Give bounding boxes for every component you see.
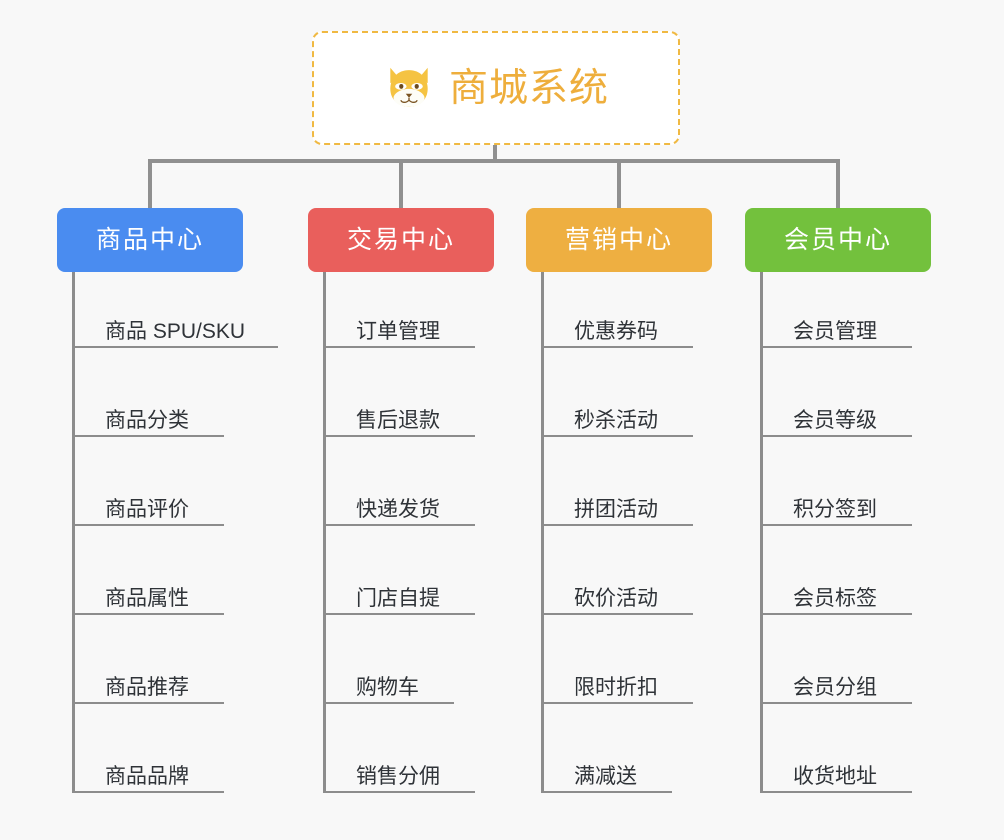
leaf-underline — [326, 702, 454, 704]
leaf-item-label: 砍价活动 — [574, 587, 658, 610]
leaf-underline — [544, 346, 693, 348]
leaf-item-label: 售后退款 — [356, 409, 440, 432]
leaf-underline — [544, 791, 672, 793]
leaf-item-label: 商品评价 — [105, 498, 189, 521]
category-header-label: 会员中心 — [783, 225, 892, 254]
connector-horizontal-bus — [150, 159, 840, 163]
branch-trunk-line — [323, 272, 326, 793]
leaf-item[interactable]: 商品品牌 — [75, 757, 224, 793]
leaf-item-label: 会员等级 — [793, 409, 877, 432]
leaf-item-label: 满减送 — [574, 765, 637, 788]
leaf-underline — [763, 613, 912, 615]
branch-trunk-line — [541, 272, 544, 793]
leaf-item-label: 积分签到 — [793, 498, 877, 521]
leaf-item-label: 门店自提 — [356, 587, 440, 610]
leaf-item[interactable]: 商品 SPU/SKU — [75, 312, 278, 348]
connector-root-stem — [493, 145, 497, 163]
leaf-underline — [763, 435, 912, 437]
leaf-item[interactable]: 快递发货 — [326, 490, 475, 526]
connector-drop-member-center — [836, 159, 840, 209]
leaf-item[interactable]: 拼团活动 — [544, 490, 693, 526]
root-node[interactable]: 商城系统 — [312, 31, 680, 145]
shiba-dog-face-icon — [390, 67, 428, 107]
leaf-item[interactable]: 购物车 — [326, 668, 454, 704]
connector-drop-marketing-center — [617, 159, 621, 209]
leaf-underline — [75, 702, 224, 704]
leaf-underline — [763, 702, 912, 704]
category-header-member-center[interactable]: 会员中心 — [745, 208, 931, 272]
leaf-item-label: 商品 SPU/SKU — [105, 320, 246, 343]
leaf-underline — [75, 435, 224, 437]
leaf-item-label: 会员分组 — [793, 676, 877, 699]
leaf-item-label: 拼团活动 — [574, 498, 658, 521]
leaf-underline — [544, 435, 693, 437]
leaf-item[interactable]: 限时折扣 — [544, 668, 693, 704]
leaf-underline — [763, 346, 912, 348]
leaf-item-label: 会员标签 — [793, 587, 877, 610]
leaf-item[interactable]: 会员等级 — [763, 401, 912, 437]
leaf-item[interactable]: 商品推荐 — [75, 668, 224, 704]
leaf-underline — [544, 702, 693, 704]
category-header-product-center[interactable]: 商品中心 — [57, 208, 243, 272]
leaf-item-label: 优惠券码 — [574, 320, 658, 343]
leaf-item-label: 收货地址 — [793, 765, 877, 788]
leaf-item[interactable]: 会员标签 — [763, 579, 912, 615]
leaf-item-label: 订单管理 — [356, 320, 440, 343]
leaf-underline — [75, 346, 278, 348]
leaf-underline — [75, 613, 224, 615]
branch-trunk-line — [760, 272, 763, 793]
leaf-item[interactable]: 售后退款 — [326, 401, 475, 437]
leaf-item-label: 商品推荐 — [105, 676, 189, 699]
leaf-item-label: 商品分类 — [105, 409, 189, 432]
leaf-underline — [763, 791, 912, 793]
leaf-item[interactable]: 销售分佣 — [326, 757, 475, 793]
category-header-trade-center[interactable]: 交易中心 — [308, 208, 494, 272]
leaf-item[interactable]: 满减送 — [544, 757, 672, 793]
leaf-underline — [326, 613, 475, 615]
leaf-item-label: 购物车 — [356, 676, 419, 699]
leaf-item-label: 销售分佣 — [356, 765, 440, 788]
leaf-underline — [326, 435, 475, 437]
leaf-item[interactable]: 订单管理 — [326, 312, 475, 348]
leaf-item[interactable]: 商品评价 — [75, 490, 224, 526]
leaf-item-label: 商品品牌 — [105, 765, 189, 788]
leaf-item[interactable]: 砍价活动 — [544, 579, 693, 615]
connector-drop-trade-center — [399, 159, 403, 209]
leaf-item[interactable]: 秒杀活动 — [544, 401, 693, 437]
leaf-item[interactable]: 积分签到 — [763, 490, 912, 526]
leaf-underline — [326, 346, 475, 348]
connector-drop-product-center — [148, 159, 152, 209]
leaf-item-label: 会员管理 — [793, 320, 877, 343]
category-header-label: 营销中心 — [564, 225, 673, 254]
category-header-label: 商品中心 — [95, 225, 204, 254]
leaf-item-label: 商品属性 — [105, 587, 189, 610]
leaf-item[interactable]: 会员管理 — [763, 312, 912, 348]
leaf-underline — [544, 613, 693, 615]
leaf-item[interactable]: 门店自提 — [326, 579, 475, 615]
leaf-underline — [763, 524, 912, 526]
leaf-underline — [326, 791, 475, 793]
leaf-underline — [544, 524, 693, 526]
branch-trunk-line — [72, 272, 75, 793]
leaf-underline — [326, 524, 475, 526]
leaf-underline — [75, 524, 224, 526]
leaf-item-label: 秒杀活动 — [574, 409, 658, 432]
leaf-item[interactable]: 商品分类 — [75, 401, 224, 437]
leaf-underline — [75, 791, 224, 793]
root-title: 商城系统 — [448, 66, 609, 110]
leaf-item[interactable]: 收货地址 — [763, 757, 912, 793]
leaf-item-label: 限时折扣 — [574, 676, 658, 699]
leaf-item[interactable]: 优惠券码 — [544, 312, 693, 348]
leaf-item-label: 快递发货 — [356, 498, 440, 521]
category-header-marketing-center[interactable]: 营销中心 — [526, 208, 712, 272]
leaf-item[interactable]: 会员分组 — [763, 668, 912, 704]
leaf-item[interactable]: 商品属性 — [75, 579, 224, 615]
category-header-label: 交易中心 — [346, 225, 455, 254]
